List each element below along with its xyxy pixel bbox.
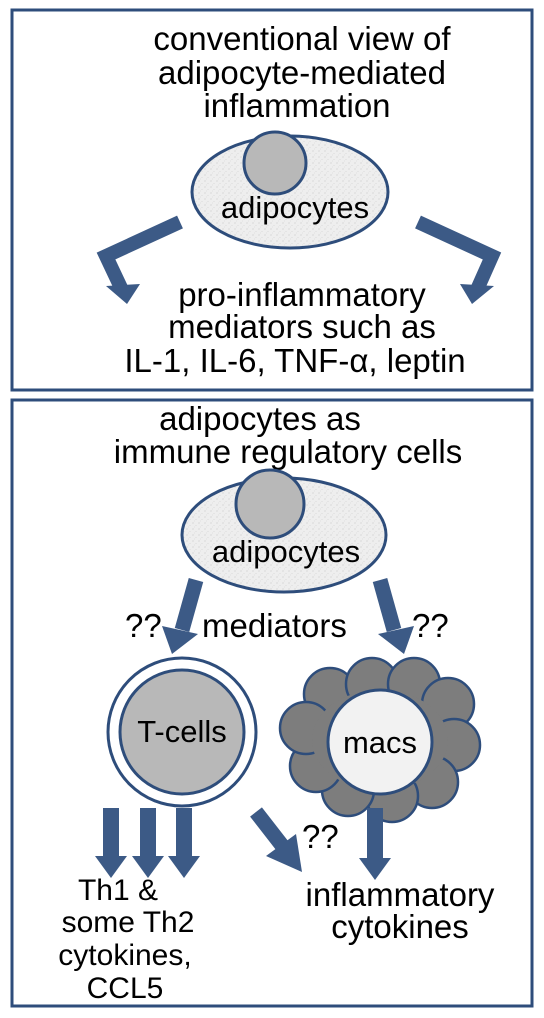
top-title-line-3: inflammation xyxy=(203,87,390,124)
bottom-adipocyte-nucleus xyxy=(234,468,306,540)
macs-circle xyxy=(326,688,434,796)
top-right-bent-arrow xyxy=(415,215,502,304)
tcell-output-line-3: cytokines, xyxy=(58,939,191,972)
tcell-label: T-cells xyxy=(137,714,227,749)
bottom-panel: adipocytes as immune regulatory cells ad… xyxy=(10,398,534,1008)
bottom-adipocyte-label: adipocytes xyxy=(212,534,360,569)
left-question-marks: ?? xyxy=(125,607,162,644)
tcell-output-line-1: Th1 & xyxy=(78,874,158,907)
top-output-line-2: mediators such as xyxy=(168,308,436,345)
mediators-label: mediators xyxy=(202,607,347,644)
macs-output-line-1: inflammatory xyxy=(306,876,495,913)
bottom-title-line-2: immune regulatory cells xyxy=(114,433,462,470)
top-output-line-1: pro-inflammatory xyxy=(178,276,426,313)
bottom-adipocyte-cell: adipocytes xyxy=(180,468,388,594)
top-title-line-2: adipocyte-mediated xyxy=(158,54,446,91)
top-adipocyte-label: adipocytes xyxy=(221,190,369,225)
top-output-line-3: IL-1, IL-6, TNF-α, leptin xyxy=(124,342,465,379)
top-panel: conventional view of adipocyte-mediated … xyxy=(10,8,534,392)
tcell-down-arrow-1 xyxy=(95,808,127,878)
adipocyte-to-tcell-arrow xyxy=(162,577,204,654)
tcell-down-arrow-2 xyxy=(132,808,164,878)
top-adipocyte-cell: adipocytes xyxy=(190,130,390,250)
top-title-line-1: conventional view of xyxy=(153,20,451,57)
top-left-bent-arrow xyxy=(96,215,183,304)
tcell-to-cytokines-arrow xyxy=(250,807,302,872)
macrophage: macs xyxy=(278,656,482,824)
adipocyte-to-macs-arrow xyxy=(372,577,414,654)
macs-output-line-2: cytokines xyxy=(331,908,469,945)
bottom-title-line-1: adipocytes as xyxy=(159,400,361,437)
tcell-down-arrow-3 xyxy=(168,808,200,878)
tcell: T-cells xyxy=(106,656,258,808)
tcell-output-line-2: some Th2 xyxy=(62,906,195,939)
macs-down-arrow xyxy=(359,808,391,880)
tcell-nucleus xyxy=(118,668,246,796)
cross-question-marks: ?? xyxy=(302,818,339,855)
top-adipocyte-nucleus xyxy=(242,130,308,196)
macs-label: macs xyxy=(343,725,417,760)
tcell-output-line-4: CCL5 xyxy=(87,972,164,1005)
right-question-marks: ?? xyxy=(412,607,449,644)
